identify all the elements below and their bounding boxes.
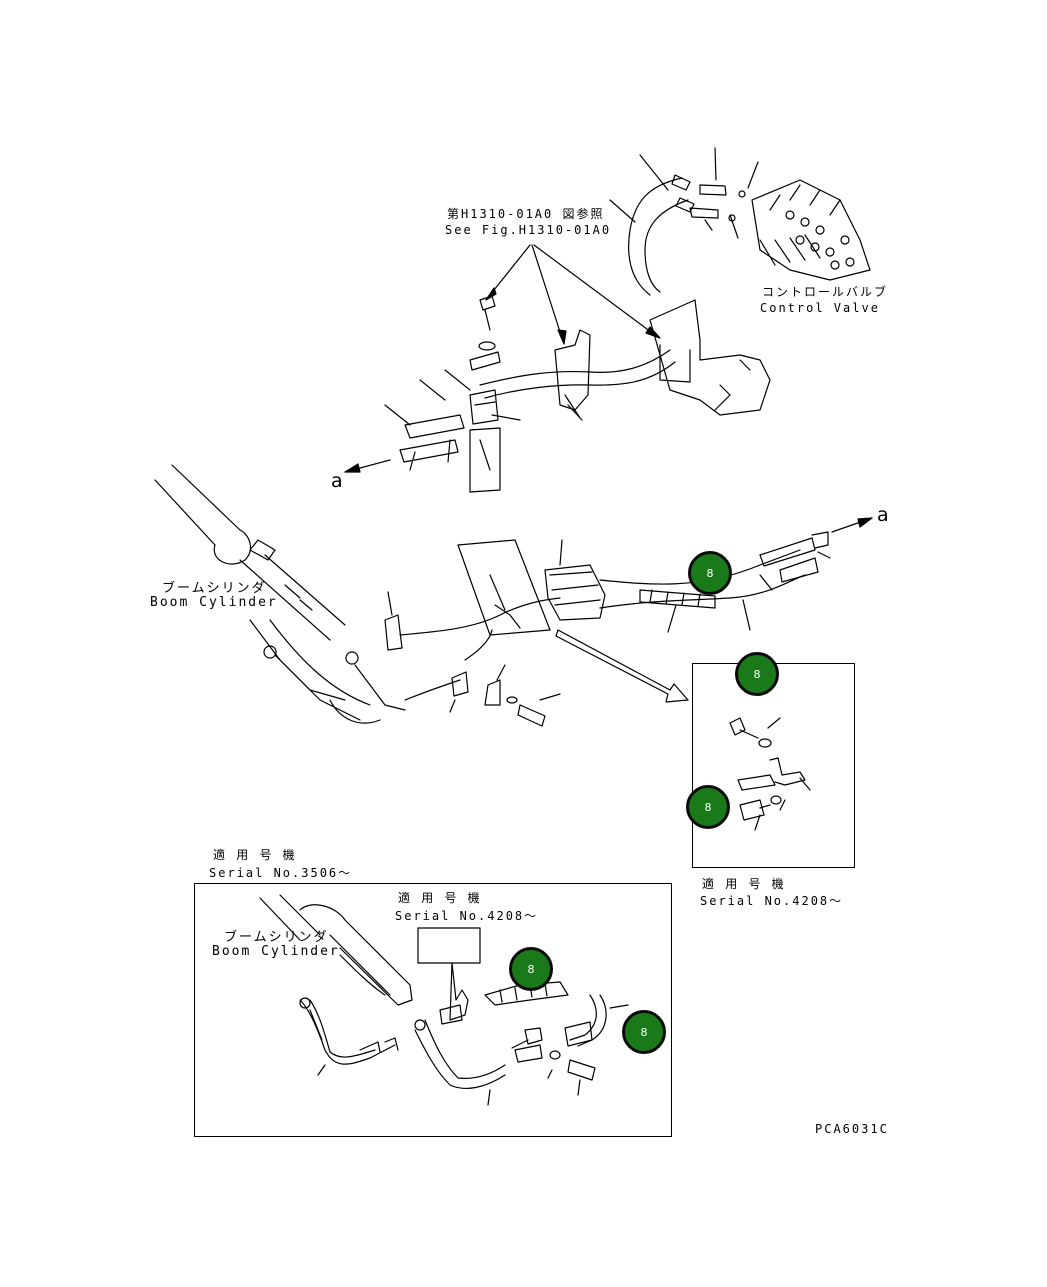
inner-serial-label: Serial No.4208～ — [395, 909, 539, 923]
detail-pointer-arrow — [555, 629, 689, 703]
lower-boom-cylinder-label-jp: ブームシリンダ — [224, 930, 329, 945]
inner-applicable-label: 適 用 号 機 — [398, 891, 482, 905]
view-a-marker-left: a — [331, 470, 343, 492]
lower-boom-drawing — [259, 894, 629, 1106]
lower-assembly-frame — [194, 883, 672, 1137]
lower-serial-label: Serial No.3506～ — [209, 866, 353, 880]
part-callout-marker[interactable]: 8 — [686, 785, 730, 829]
part-callout-marker[interactable]: 8 — [688, 551, 732, 595]
boom-cylinder-drawing — [154, 464, 406, 724]
drawing-code: PCA6031C — [815, 1122, 889, 1136]
detail-view-frame — [692, 663, 855, 868]
reference-figure-jp: 第H1310-01A0 図参照 — [447, 207, 605, 221]
lower-boom-cylinder-label-en: Boom Cylinder — [212, 944, 340, 959]
boom-cylinder-label-jp: ブームシリンダ — [162, 581, 267, 596]
detail-view-drawing — [729, 717, 811, 831]
boom-cylinder-label-en: Boom Cylinder — [150, 595, 278, 610]
reference-leader-lines — [485, 244, 661, 345]
reference-figure-en: See Fig.H1310-01A0 — [445, 223, 612, 237]
view-a-marker-right: a — [877, 504, 889, 526]
detail-applicable-label: 適 用 号 機 — [702, 877, 786, 891]
detail-serial-label: Serial No.4208～ — [700, 894, 844, 908]
control-valve-drawing — [609, 147, 871, 296]
control-valve-label-en: Control Valve — [760, 301, 880, 315]
middle-hose-assembly — [384, 531, 831, 727]
lower-applicable-label: 適 用 号 機 — [213, 848, 297, 862]
part-callout-marker[interactable]: 8 — [735, 652, 779, 696]
part-callout-marker[interactable]: 8 — [622, 1010, 666, 1054]
upper-clamp-assembly — [384, 295, 771, 493]
part-callout-marker[interactable]: 8 — [509, 947, 553, 991]
control-valve-label-jp: コントロールバルブ — [762, 285, 889, 299]
